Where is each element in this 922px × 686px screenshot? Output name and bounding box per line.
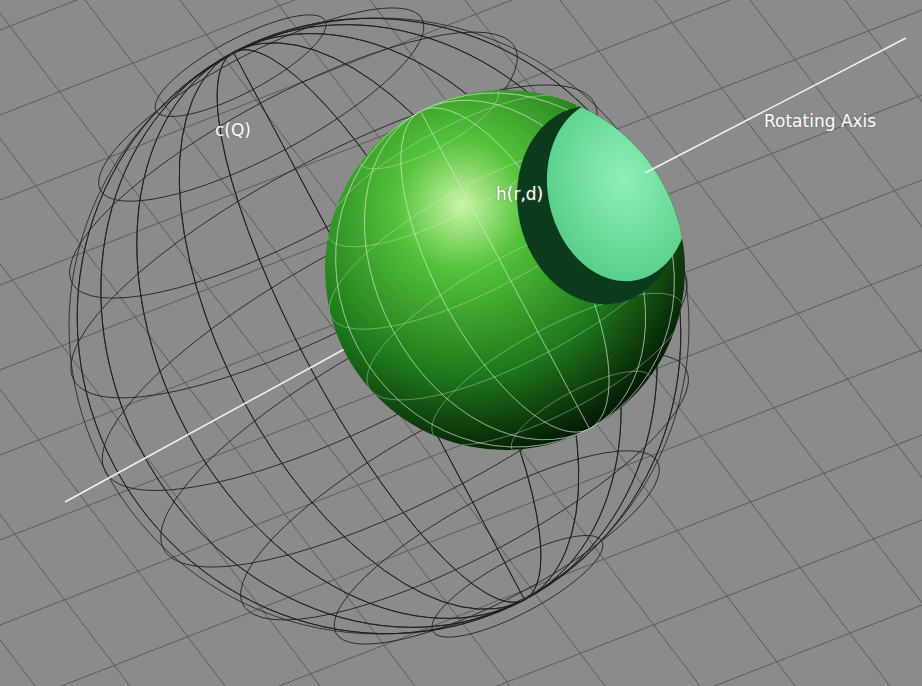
grid-line xyxy=(750,0,922,686)
sphere-grid xyxy=(274,33,737,507)
parallel xyxy=(312,417,682,678)
cap-top xyxy=(530,85,705,294)
rotating-axis xyxy=(65,346,350,502)
meridian xyxy=(0,0,789,686)
grid-line xyxy=(0,435,922,686)
grid-line xyxy=(845,0,922,686)
grid-line xyxy=(655,0,922,686)
rotating-axis xyxy=(645,38,906,173)
axis-label: Rotating Axis xyxy=(764,112,876,131)
meridian xyxy=(0,0,762,686)
sphere-parallel xyxy=(501,356,661,471)
sphere-meridian xyxy=(274,33,737,507)
meridian xyxy=(0,0,762,686)
meridian xyxy=(0,0,789,686)
sphere-label: c(Q) xyxy=(215,121,251,140)
wireframe-sphere xyxy=(0,0,789,686)
grid-line xyxy=(0,0,130,686)
meridian xyxy=(40,0,718,686)
grid-line xyxy=(0,520,922,686)
grid-line xyxy=(275,0,795,686)
meridian xyxy=(40,0,718,686)
grid-line xyxy=(0,0,922,30)
cap-label: h(r,d) xyxy=(496,185,543,204)
grid-line xyxy=(0,0,320,686)
sphere-parallel xyxy=(414,266,702,473)
grid-line xyxy=(0,605,922,686)
parallel xyxy=(420,518,614,655)
grid-line xyxy=(180,0,700,686)
sphere-meridian xyxy=(274,33,737,507)
sphere-parallel xyxy=(349,69,509,184)
